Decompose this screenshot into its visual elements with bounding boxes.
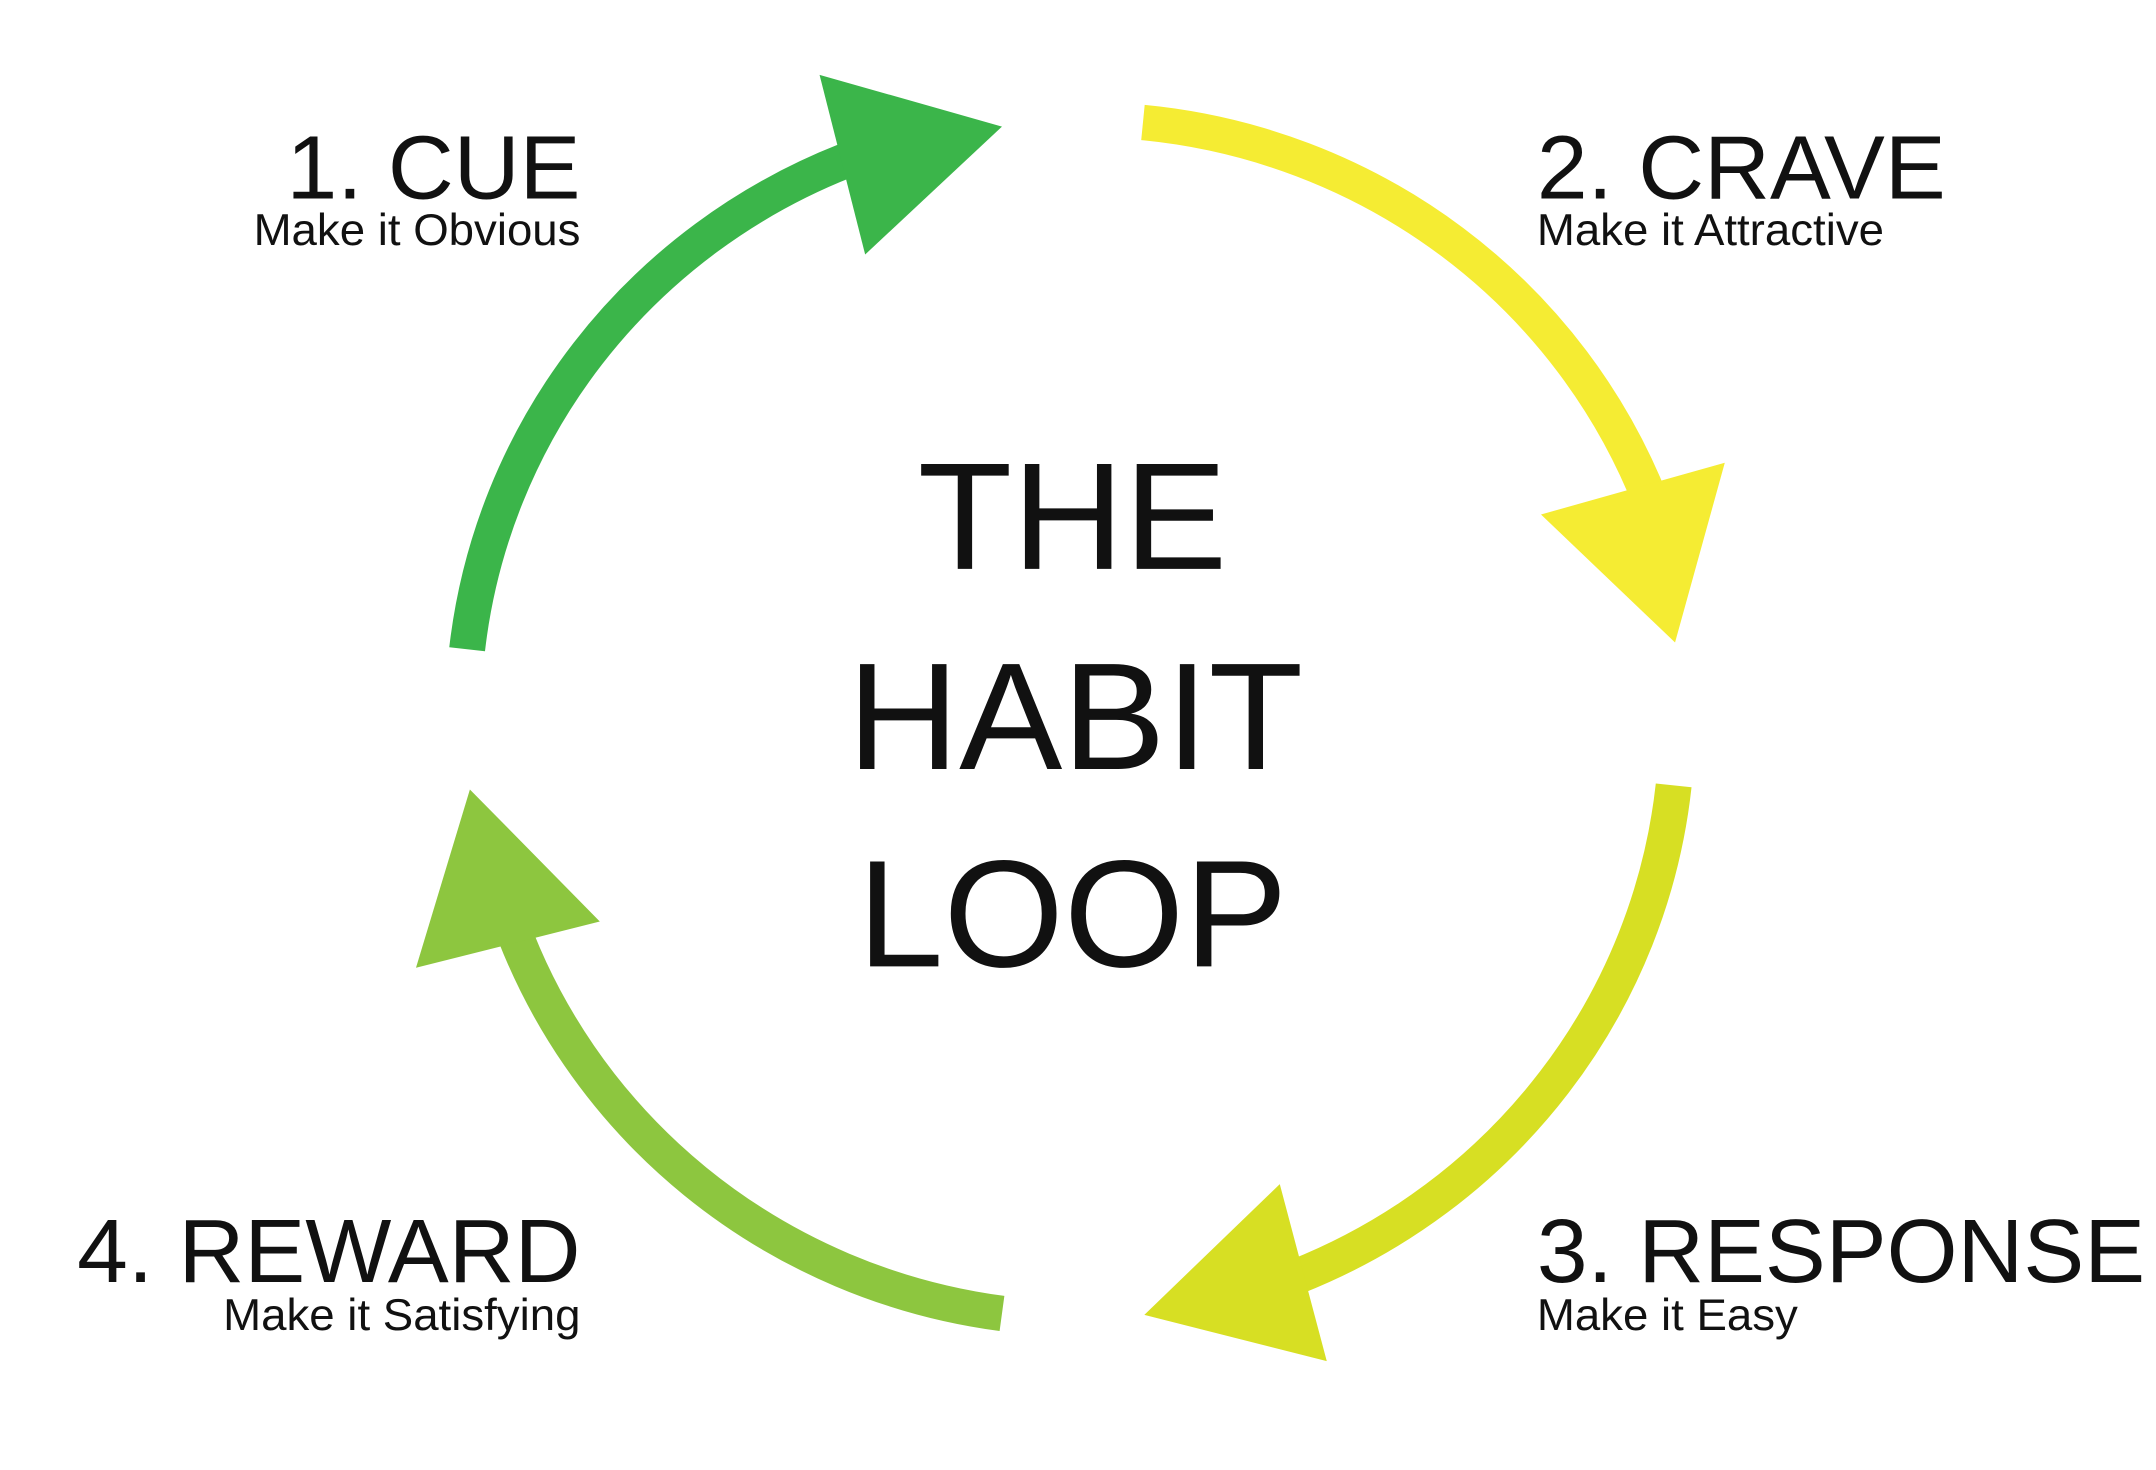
step-response-subtitle: Make it Easy <box>1537 1289 1798 1340</box>
response-arrow <box>1144 783 1692 1362</box>
step-reward-title: 4. REWARD <box>77 1202 580 1302</box>
reward-arrow <box>415 789 1005 1332</box>
step-response-title: 3. RESPONSE <box>1537 1202 2145 1302</box>
center-title-line-1: THE <box>918 431 1228 602</box>
step-crave-title: 2. CRAVE <box>1537 118 1946 218</box>
center-title-line-3: LOOP <box>857 828 1287 999</box>
cue-arrow <box>449 74 1002 652</box>
step-cue-title: 1. CUE <box>286 118 580 218</box>
crave-arrow <box>1141 104 1725 643</box>
center-title-line-2: HABIT <box>847 631 1303 802</box>
step-cue-subtitle: Make it Obvious <box>254 204 581 255</box>
step-crave-subtitle: Make it Attractive <box>1537 204 1884 255</box>
step-reward-subtitle: Make it Satisfying <box>223 1289 580 1340</box>
